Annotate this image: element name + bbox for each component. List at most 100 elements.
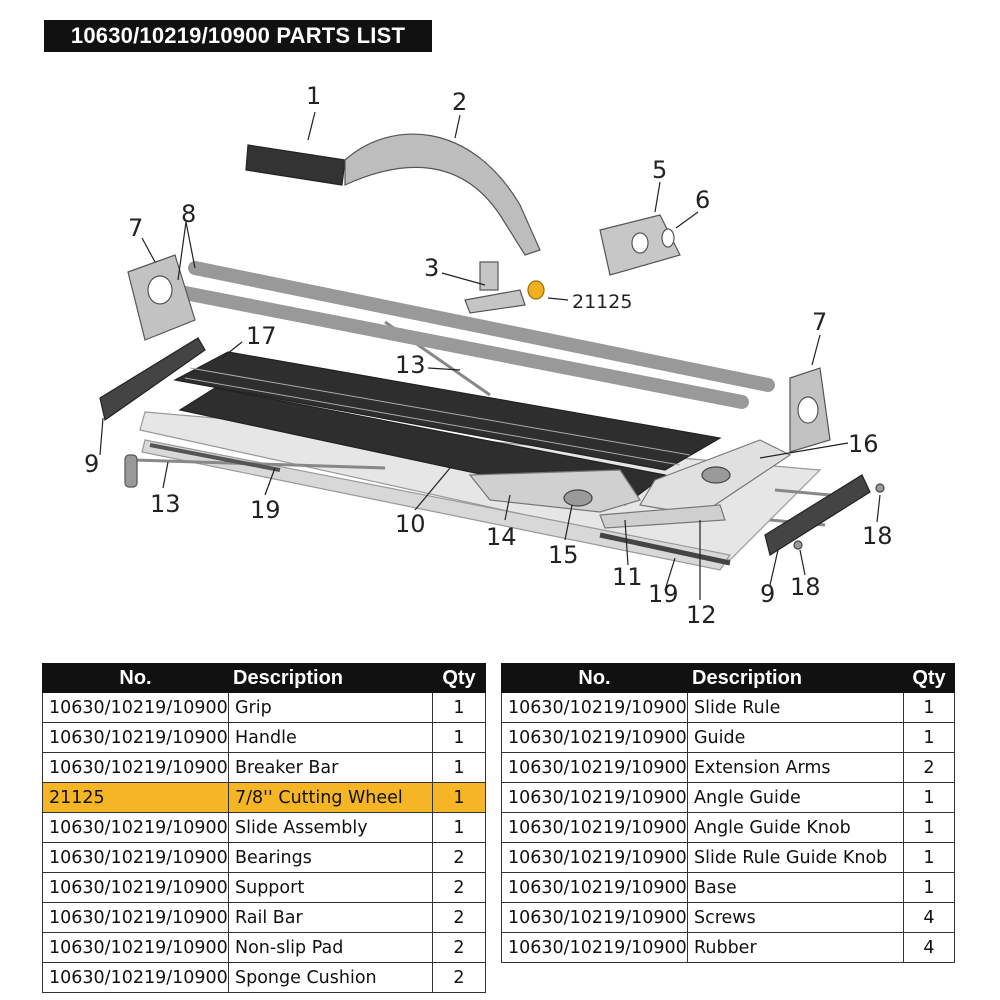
angle-guide-knob <box>563 489 593 507</box>
part-description: Support <box>228 872 433 903</box>
header-description: Description <box>687 663 904 693</box>
part-qty: 1 <box>903 692 955 723</box>
part-no: 10630/10219/10900-16 <box>501 842 688 873</box>
callout-16: 16 <box>848 430 879 458</box>
part-description: Base <box>687 872 904 903</box>
part-no: 10630/10219/10900-7 <box>42 872 229 903</box>
part-no: 10630/10219/10900-18 <box>501 902 688 933</box>
part-description: Rail Bar <box>228 902 433 933</box>
part-qty: 4 <box>903 932 955 963</box>
header-no: No. <box>42 663 229 693</box>
grip <box>245 144 346 186</box>
part-description: Guide <box>687 722 904 753</box>
table-row: 10630/10219/10900-16Slide Rule Guide Kno… <box>501 842 955 873</box>
part-description: Handle <box>228 722 433 753</box>
part-description: Slide Assembly <box>228 812 433 843</box>
part-description: Screws <box>687 902 904 933</box>
callout-18-top: 18 <box>862 522 893 550</box>
part-no: 10630/10219/10900-19 <box>501 932 688 963</box>
part-description: Angle Guide <box>687 782 904 813</box>
part-no: 10630/10219/10900-1 <box>42 692 229 723</box>
part-qty: 2 <box>432 872 486 903</box>
callout-11: 11 <box>612 563 643 591</box>
exploded-parts-diagram: 1 2 3 21125 5 6 7 8 7 16 17 13 9 13 19 1… <box>84 82 893 629</box>
part-description: Bearings <box>228 842 433 873</box>
part-no: 10630/10219/10900-8 <box>42 902 229 933</box>
callout-13-bottom: 13 <box>150 490 181 518</box>
table-row: 10630/10219/10900-17Base1 <box>501 872 955 903</box>
callout-14: 14 <box>486 523 517 551</box>
callout-17: 17 <box>246 322 277 350</box>
part-description: Slide Rule Guide Knob <box>687 842 904 873</box>
part-description: Grip <box>228 692 433 723</box>
part-description: Angle Guide Knob <box>687 812 904 843</box>
part-no: 10630/10219/10900-10 <box>42 962 229 993</box>
header-qty: Qty <box>432 663 486 693</box>
part-qty: 2 <box>432 902 486 933</box>
part-qty: 4 <box>903 902 955 933</box>
part-description: 7/8'' Cutting Wheel <box>228 782 433 813</box>
table-row: 10630/10219/10900-18Screws4 <box>501 902 955 933</box>
callout-12: 12 <box>686 601 717 629</box>
handle <box>344 133 541 256</box>
table-header-row: No. Description Qty <box>501 663 955 693</box>
part-description: Sponge Cushion <box>228 962 433 993</box>
part-no: 10630/10219/10900-9 <box>42 932 229 963</box>
callout-7-right: 7 <box>812 308 827 336</box>
callout-21125: 21125 <box>572 291 632 313</box>
table-row: 10630/10219/10900-12Guide1 <box>501 722 955 753</box>
callout-2: 2 <box>452 88 467 116</box>
part-description: Rubber <box>687 932 904 963</box>
part-qty: 1 <box>903 842 955 873</box>
part-description: Extension Arms <box>687 752 904 783</box>
part-qty: 1 <box>903 812 955 843</box>
rail-bar-back <box>188 261 775 392</box>
part-no: 10630/10219/10900-11 <box>501 692 688 723</box>
part-no: 10630/10219/10900-5 <box>42 812 229 843</box>
breaker-bar <box>464 289 526 314</box>
callout-19-right: 19 <box>648 580 679 608</box>
part-no: 10630/10219/10900-2 <box>42 722 229 753</box>
part-description: Breaker Bar <box>228 752 433 783</box>
callout-19-left: 19 <box>250 496 281 524</box>
part-qty: 1 <box>432 692 486 723</box>
callout-5: 5 <box>652 156 667 184</box>
callout-1: 1 <box>306 82 321 110</box>
part-no: 10630/10219/10900-6 <box>42 842 229 873</box>
slide-rule-guide-knob <box>701 466 731 484</box>
callout-10: 10 <box>395 510 426 538</box>
part-description: Slide Rule <box>687 692 904 723</box>
part-qty: 2 <box>432 962 486 993</box>
part-qty: 2 <box>432 842 486 873</box>
part-qty: 1 <box>903 722 955 753</box>
part-qty: 1 <box>903 872 955 903</box>
guide <box>599 504 726 529</box>
parts-table-right: No. Description Qty 10630/10219/10900-11… <box>501 663 955 963</box>
part-qty: 2 <box>903 752 955 783</box>
callout-13-top: 13 <box>395 351 426 379</box>
part-no: 21125 <box>42 782 229 813</box>
base-rail-front <box>141 439 731 571</box>
part-no: 10630/10219/10900-14 <box>501 782 688 813</box>
header-qty: Qty <box>903 663 955 693</box>
angle-guide <box>468 469 641 513</box>
part-no: 10630/10219/10900-13 <box>501 752 688 783</box>
callout-8: 8 <box>181 200 196 228</box>
header-description: Description <box>228 663 433 693</box>
page-title: 10630/10219/10900 PARTS LIST <box>44 20 432 52</box>
part-qty: 1 <box>432 752 486 783</box>
